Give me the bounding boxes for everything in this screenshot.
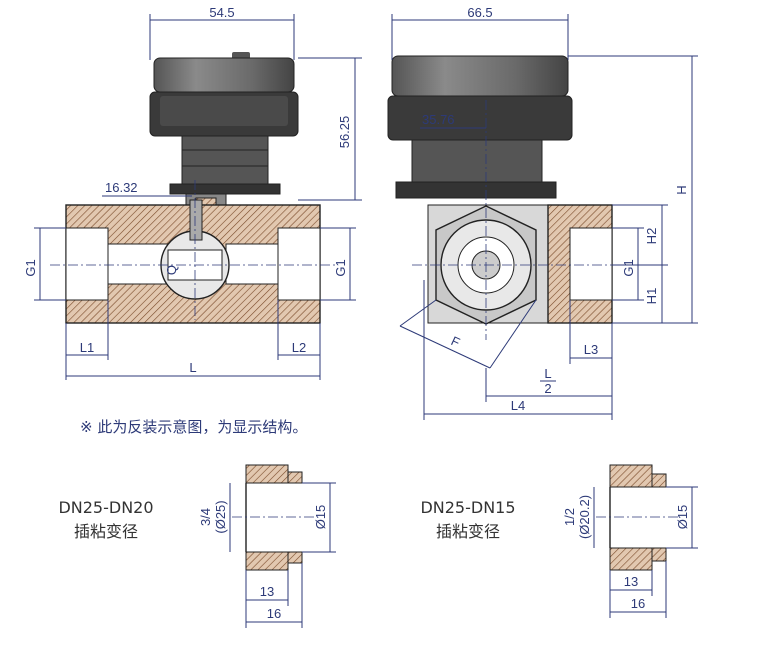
dim-g1-left: G1 — [23, 227, 66, 301]
actuator-front — [149, 52, 299, 195]
dim-label: 13 — [260, 584, 274, 599]
dim-label: 16.32 — [105, 180, 138, 195]
dim-g1-side: G1 — [612, 227, 644, 301]
reducer-dn25-dn15: DN25-DN15 插粘变径 1/2 (Ø20.2) Ø15 13 16 — [420, 464, 698, 618]
dim-label: 3/4 — [198, 508, 213, 526]
dim-label: L — [189, 360, 196, 375]
dim-g1-right: G1 — [320, 227, 356, 301]
dim-665: 66.5 — [391, 5, 569, 60]
dim-l2: L2 — [277, 300, 321, 380]
dim-label: L4 — [511, 398, 525, 413]
dim-half-l: L 2 — [485, 366, 612, 402]
dim-label: G1 — [23, 259, 38, 276]
reducer-desc: 插粘变径 — [74, 522, 138, 541]
dim-label: H — [674, 185, 689, 194]
dim-label: Ø15 — [675, 505, 690, 530]
dim-label: 16 — [267, 606, 281, 621]
dim-label: (Ø20.2) — [577, 495, 592, 539]
reducer-desc: 插粘变径 — [436, 522, 500, 541]
dim-label: H2 — [644, 228, 659, 245]
dim-label: 13 — [624, 574, 638, 589]
actuator-side — [387, 55, 573, 199]
dim-h: H — [568, 55, 698, 324]
dim-l3: L3 — [569, 300, 613, 420]
dim-l: L — [66, 360, 320, 377]
dim-545: 54.5 — [149, 5, 295, 60]
dim-3576: 35.76 — [420, 112, 486, 129]
dim-label: L2 — [292, 340, 306, 355]
dim-label: 54.5 — [209, 5, 234, 20]
reducer-dn25-dn20: DN25-DN20 插粘变径 3/4 (Ø25) Ø15 13 16 — [58, 464, 336, 628]
dim-label: L — [544, 366, 551, 381]
side-view: 66.5 35.76 H H2 H1 G1 — [387, 5, 698, 420]
dim-label: 16 — [631, 596, 645, 611]
reducer-name: DN25-DN15 — [420, 498, 515, 517]
dim-l4: L4 — [423, 280, 612, 420]
note-text: ※ 此为反装示意图，为显示结构。 — [80, 418, 307, 436]
dim-h2: H2 — [612, 204, 668, 265]
dim-label: G1 — [333, 259, 348, 276]
dim-label: L3 — [584, 342, 598, 357]
valve-body-section — [65, 199, 321, 324]
dim-1632: 16.32 — [102, 180, 192, 197]
dim-label: L1 — [80, 340, 94, 355]
dim-label: F — [449, 333, 463, 350]
dim-label: 56.25 — [337, 116, 352, 149]
dim-label: 2 — [544, 381, 551, 396]
dim-h1: H1 — [612, 264, 668, 323]
dim-label: (Ø25) — [213, 500, 228, 533]
dim-label: 35.76 — [422, 112, 455, 127]
dim-5625: 56.25 — [298, 57, 362, 201]
reducer-name: DN25-DN20 — [58, 498, 153, 517]
dim-label: 1/2 — [562, 508, 577, 526]
dim-label: G1 — [621, 259, 636, 276]
dim-l1: L1 — [65, 300, 109, 380]
front-view: 54.5 56.25 16.32 G1 G1 Q — [23, 5, 362, 380]
dim-q: Q — [164, 265, 179, 275]
dim-label: 66.5 — [467, 5, 492, 20]
dim-label: Ø15 — [313, 505, 328, 530]
dim-label: H1 — [644, 288, 659, 305]
